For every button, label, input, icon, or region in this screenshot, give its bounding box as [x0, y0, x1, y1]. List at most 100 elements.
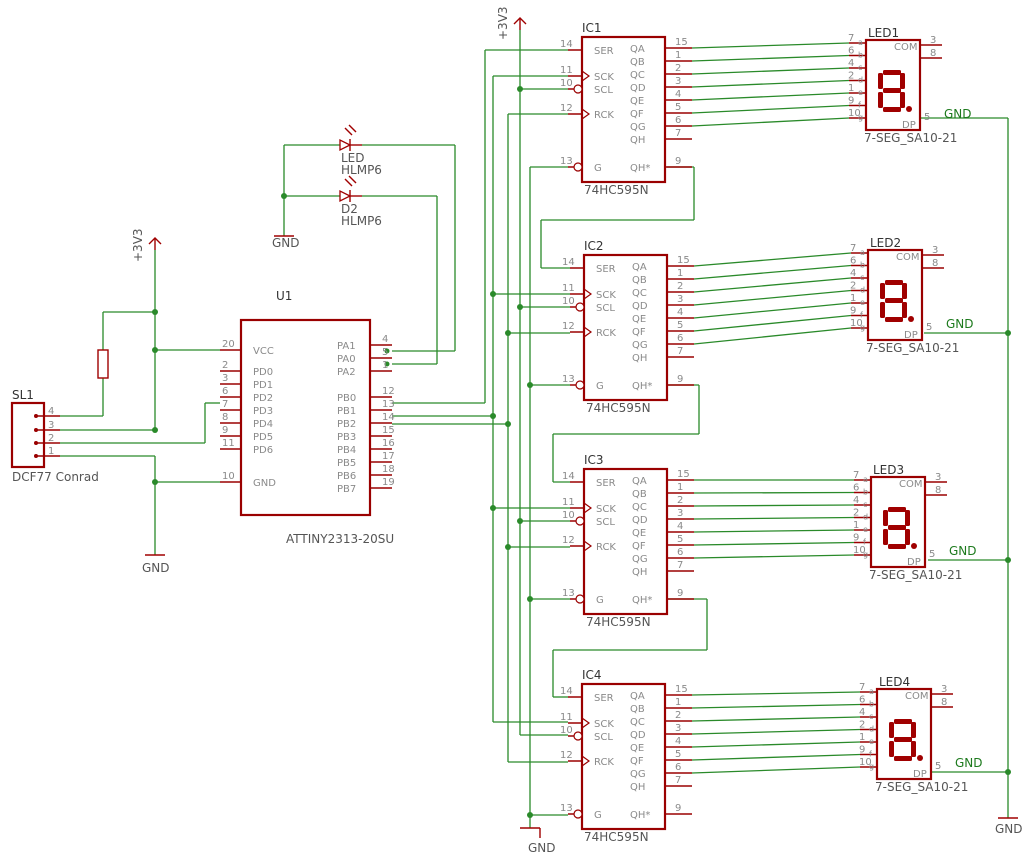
display-pin-number: 10	[850, 318, 863, 329]
ic-pin-number: 7	[675, 775, 681, 786]
display-pin-number: 5	[935, 761, 941, 772]
ic-pin-name: QE	[632, 314, 646, 325]
segment-wire	[693, 314, 852, 332]
ic-pin-name: QD	[630, 730, 646, 741]
ic-value: 74HC595N	[584, 830, 649, 844]
ic-pin-number: 3	[677, 294, 683, 305]
u1-pin-number: 14	[382, 412, 395, 423]
u1-pin-name: PD6	[253, 445, 273, 456]
ic-pin-number: 10	[562, 510, 575, 521]
u1-pin-name: PB0	[337, 393, 356, 404]
ic-pin-name: QG	[632, 340, 648, 351]
u1-pin-number: 8	[222, 412, 228, 423]
u1-pin-number: 15	[382, 425, 395, 436]
display-pin-number: 9	[853, 533, 859, 544]
ic-pin-name: SCK	[596, 504, 616, 515]
clock-marker	[583, 540, 593, 552]
segment-wire	[693, 504, 855, 507]
display-pin-number: 7	[853, 470, 859, 481]
ic-pin-number: 4	[675, 89, 681, 100]
ic-pin-number: 2	[677, 495, 683, 506]
ic-pin-name: QB	[630, 57, 645, 68]
display-seg-letter: d	[860, 286, 865, 295]
display-pin-number: 6	[853, 483, 859, 494]
segment-wire	[691, 79, 850, 88]
u1-pin-name: VCC	[253, 346, 274, 357]
svg-text:ATTINY2313-20SU: ATTINY2313-20SU	[286, 532, 394, 546]
u1-pin-name: PA1	[337, 341, 356, 352]
segment-wire	[691, 92, 850, 101]
ic-pin-name: QH	[632, 567, 647, 578]
ic-name: IC4	[582, 668, 602, 682]
digit-segment	[878, 73, 883, 89]
u1-pin-name: PD4	[253, 419, 273, 430]
ic-pin-number: 5	[677, 534, 683, 545]
ic-pin-name: QH*	[632, 595, 652, 606]
display-pin-number: 9	[859, 745, 865, 756]
u1-pin-number: 2	[222, 360, 228, 371]
svg-text:+3V3: +3V3	[131, 228, 145, 262]
ic-pin-name: QG	[632, 554, 648, 565]
display-pin-number: 7	[850, 243, 856, 254]
segment-wire	[693, 302, 852, 319]
gnd-symbol-led: GND	[272, 235, 300, 250]
display-com-label: COM	[905, 691, 928, 702]
segment-wire	[691, 54, 850, 62]
ic-3-74hc595: IC374HC595N14SER11SCK10SCL12RCK13G15QA1Q…	[562, 453, 694, 629]
invert-bubble	[573, 162, 583, 172]
invert-bubble	[573, 731, 583, 741]
u1-pin-number: 7	[222, 399, 228, 410]
u1-pin-number: 11	[222, 438, 235, 449]
display-pin-number: 2	[853, 508, 859, 519]
invert-bubble	[575, 380, 585, 390]
clock-marker	[583, 288, 593, 300]
ic-pin-name: QG	[630, 122, 646, 133]
display-pin-number: 3	[932, 245, 938, 256]
ic-pin-number: 11	[560, 65, 573, 76]
digit-segment	[888, 525, 906, 530]
ic-pin-name: QD	[632, 515, 648, 526]
segment-wire	[691, 691, 861, 696]
display-pin-number: 2	[848, 71, 854, 82]
ic-pin-number: 1	[675, 697, 681, 708]
segment-wire	[691, 703, 861, 709]
display-seg-letter: f	[869, 750, 872, 759]
display-seg-letter: f	[858, 101, 861, 110]
ic-pin-number: 12	[560, 103, 573, 114]
u1-pin-name: PD3	[253, 406, 273, 417]
gnd-net-label: GND	[946, 317, 974, 331]
decimal-point	[917, 755, 923, 761]
ic-pin-number: 2	[675, 710, 681, 721]
display-pin-number: 5	[929, 549, 935, 560]
display-pin-number: 5	[926, 322, 932, 333]
segment-wire	[693, 554, 855, 559]
segment-wire	[691, 67, 850, 75]
segment-wire	[693, 491, 855, 494]
ic-pin-number: 6	[675, 762, 681, 773]
digit-segment	[883, 107, 901, 112]
display-pin-number: 2	[859, 720, 865, 731]
ic-pin-name: QC	[632, 288, 647, 299]
ic-pin-number: 1	[677, 268, 683, 279]
svg-text:SL1: SL1	[12, 388, 34, 402]
ic-pin-number: 10	[560, 725, 573, 736]
u1-pin-name: PA0	[337, 354, 356, 365]
ic-pin-name: SER	[594, 693, 614, 704]
display-seg-letter: a	[869, 687, 874, 696]
gnd-net-label: GND	[949, 544, 977, 558]
display-body	[875, 687, 933, 781]
u1-pin-number: 18	[382, 464, 395, 475]
display-pin-number: 3	[930, 35, 936, 46]
u1-pin-name: PD0	[253, 367, 273, 378]
display-dp-label: DP	[907, 557, 921, 568]
u1-pin-name: PD2	[253, 393, 273, 404]
ic-pin-number: 11	[562, 283, 575, 294]
display-seg-letter: g	[858, 113, 863, 122]
ic-pin-number: 10	[562, 296, 575, 307]
display-pin-number: 2	[850, 281, 856, 292]
display-pin-number: 4	[853, 495, 859, 506]
u1-pin-number: 19	[382, 477, 395, 488]
display-pin-number: 6	[848, 46, 854, 57]
invert-bubble	[573, 809, 583, 819]
ic-pin-number: 1	[677, 482, 683, 493]
